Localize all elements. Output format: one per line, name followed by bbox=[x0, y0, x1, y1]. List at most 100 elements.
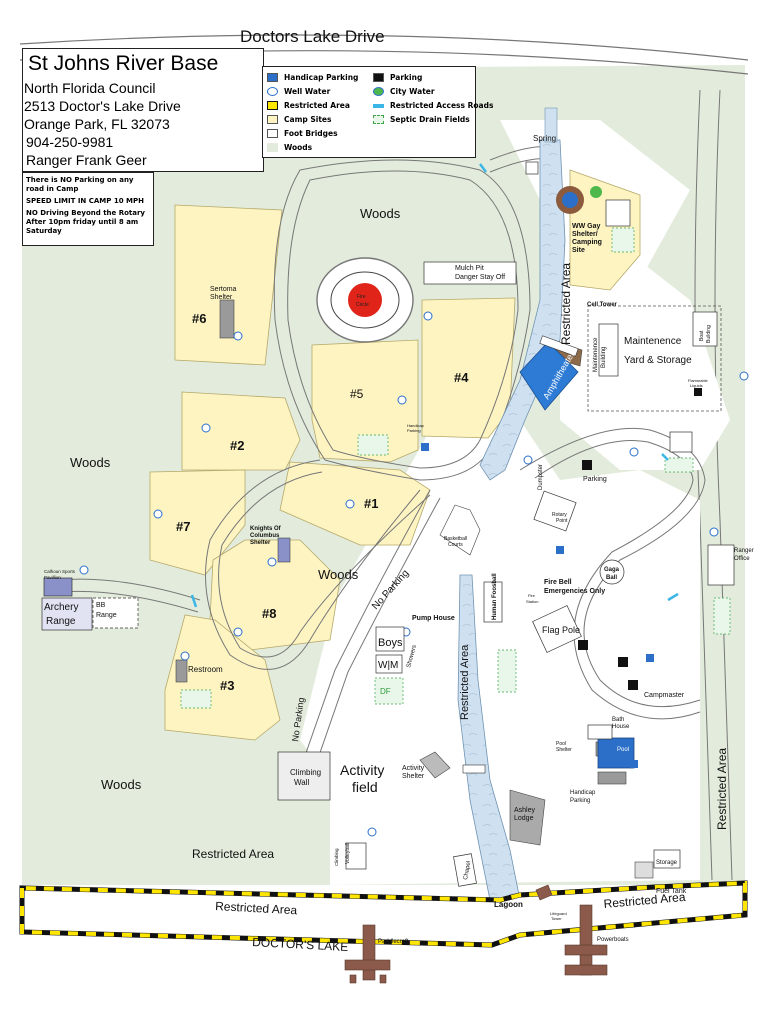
pool bbox=[597, 737, 635, 769]
legend-well-water-label: Well Water bbox=[284, 87, 331, 96]
parking-icon bbox=[373, 73, 384, 82]
pier-paddlecraft-post-a bbox=[349, 974, 357, 984]
road-east-a bbox=[519, 427, 706, 708]
restricted-road-icon bbox=[373, 103, 384, 108]
climbing-wall-box bbox=[277, 751, 331, 801]
restricted-area-icon bbox=[267, 101, 278, 110]
storage-box bbox=[653, 849, 681, 869]
road-south-b bbox=[313, 497, 441, 771]
restricted-access-roads bbox=[190, 163, 679, 608]
road-archery-b bbox=[59, 590, 199, 613]
lifeguard-label-2: Tower bbox=[551, 916, 562, 921]
site-6-label: #6 bbox=[192, 311, 206, 326]
rule-speed-limit: SPEED LIMIT IN CAMP 10 MPH bbox=[26, 197, 144, 205]
handicap-lot-label-2: Parking bbox=[407, 428, 421, 433]
septic-field-g bbox=[180, 689, 212, 709]
restricted-area-right-label: Restricted Area bbox=[715, 748, 729, 830]
calhoun-label: Calhoun Sports bbox=[44, 569, 76, 574]
foot-bridge-b bbox=[539, 335, 579, 357]
woods-bottom-label: Woods bbox=[101, 777, 142, 792]
storage-label: Storage bbox=[656, 860, 678, 866]
bb-range-box bbox=[92, 597, 139, 629]
mulch-pit-box bbox=[423, 261, 517, 285]
fire-circle-label-2: Circle bbox=[356, 302, 369, 308]
septic-fields bbox=[180, 227, 731, 709]
restricted-road-c bbox=[667, 592, 679, 602]
woods-top-label: Woods bbox=[360, 206, 401, 221]
site-8-label: #8 bbox=[262, 606, 276, 621]
well-marker-m bbox=[709, 527, 719, 537]
lagoon-label: Lagoon bbox=[494, 900, 523, 909]
archery-range-box bbox=[41, 597, 93, 631]
ashley-lodge-label-2: Lodge bbox=[514, 815, 534, 822]
restricted-area-north-label: Restricted Area bbox=[559, 263, 573, 345]
well-marker-a bbox=[233, 331, 243, 341]
pier-powerboats-cross-a bbox=[564, 944, 608, 956]
human-foosball-box bbox=[483, 581, 503, 623]
site-3-label: #3 bbox=[220, 678, 234, 693]
volleyball-label: Volleyball bbox=[345, 843, 351, 864]
road-loop-west-a bbox=[205, 459, 421, 670]
road-loop-west-b bbox=[218, 471, 431, 658]
ranger-office-box bbox=[707, 544, 735, 586]
sertoma-shelter-building bbox=[219, 299, 235, 339]
cell-tower-label: Cell Tower bbox=[587, 302, 618, 308]
legend-restricted-area-label: Restricted Area bbox=[284, 101, 350, 110]
handicap-parking-label-2: Parking bbox=[570, 798, 590, 804]
pier-lagoon bbox=[535, 884, 553, 901]
mulch-label: Mulch Pit bbox=[455, 265, 484, 272]
site-2-label: #2 bbox=[230, 438, 244, 453]
legend-foot-bridges-label: Foot Bridges bbox=[284, 129, 338, 138]
campsite-3 bbox=[164, 614, 281, 741]
septic-field-d bbox=[374, 677, 404, 705]
well-marker-l bbox=[629, 447, 639, 457]
parking-lot-label: Parking bbox=[583, 476, 607, 483]
fire-bell-label: Fire Bell bbox=[544, 579, 572, 586]
fuel-tank-label: Fuel Tank bbox=[656, 888, 687, 895]
calhoun-pavillion-box bbox=[43, 577, 73, 597]
road-loop-inner bbox=[287, 170, 519, 469]
flammable-label-2: Liquids bbox=[690, 383, 703, 388]
restricted-area-bottom-left-label: Restricted Area bbox=[192, 847, 274, 861]
legend-foot-bridges: Foot Bridges bbox=[267, 129, 338, 138]
foot-bridge-a bbox=[462, 764, 486, 774]
road-south-a bbox=[299, 489, 431, 771]
legend-camp-sites: Camp Sites bbox=[267, 115, 331, 124]
well-marker-b bbox=[423, 311, 433, 321]
campmaster-label: Campmaster bbox=[644, 692, 685, 699]
ww-gay-city-water bbox=[590, 186, 602, 198]
legend-handicap-parking-label: Handicap Parking bbox=[284, 73, 359, 82]
bb-label: BB bbox=[96, 602, 106, 609]
df-label: DF bbox=[380, 687, 391, 696]
road-loop-outer bbox=[273, 159, 531, 481]
gaga-label-2: Ball bbox=[606, 575, 617, 581]
pier-powerboats bbox=[579, 904, 593, 976]
parking-marker-c bbox=[618, 657, 628, 667]
lake-label: DOCTOR'S LAKE bbox=[252, 935, 349, 954]
handicap-marker-a bbox=[421, 443, 429, 451]
ashley-lodge-label: Ashley bbox=[514, 807, 536, 814]
camp-info-box: St Johns River Base North Florida Counci… bbox=[22, 48, 264, 172]
activity-shelter-building bbox=[419, 751, 451, 779]
basketball-courts-shape bbox=[439, 504, 481, 556]
info-line-3: Orange Park, FL 32073 bbox=[24, 116, 170, 132]
site-4-label: #4 bbox=[454, 370, 469, 385]
ww-gay-restroom-box bbox=[605, 199, 631, 227]
map-labels: Doctors Lake Drive Woods Woods Woods Woo… bbox=[44, 27, 754, 954]
legend-city-water-label: City Water bbox=[390, 87, 435, 96]
powerboats-label: Powerboats bbox=[597, 937, 629, 943]
flammable-label: Flammable bbox=[688, 378, 709, 383]
woods-icon bbox=[267, 143, 278, 152]
camp-rules-box: There is NO Parking on any road in Camp … bbox=[22, 172, 154, 246]
maintenance-building-label: Maintenence bbox=[593, 337, 599, 372]
map-legend: Handicap Parking Parking Well Water City… bbox=[262, 66, 493, 158]
well-marker-k bbox=[523, 455, 533, 465]
chapel-label: Chapel bbox=[463, 861, 472, 881]
ashley-lodge-building bbox=[509, 789, 546, 846]
restricted-road-d bbox=[190, 594, 198, 608]
ww-gay-label-3: Camping bbox=[572, 239, 602, 246]
campsite-6 bbox=[174, 204, 283, 366]
well-marker-j bbox=[79, 565, 89, 575]
